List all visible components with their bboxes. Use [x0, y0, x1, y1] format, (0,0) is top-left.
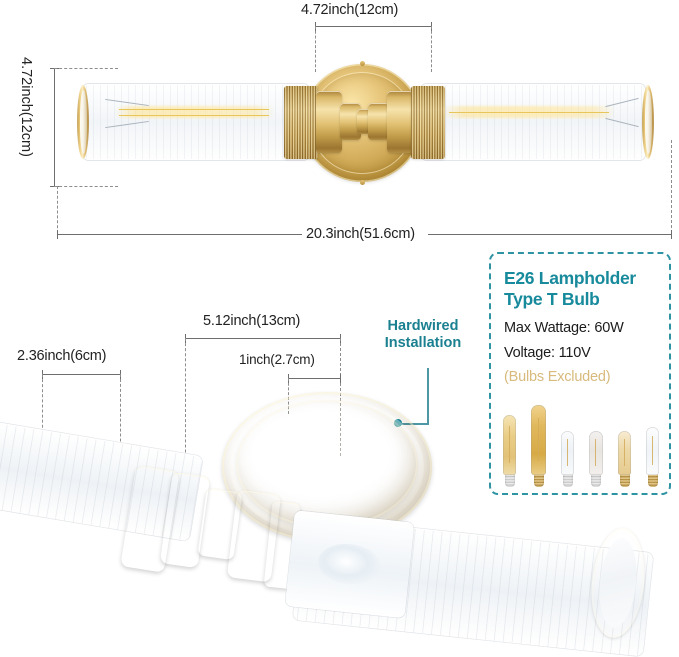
- bulb-filament: [508, 425, 511, 463]
- collar-ridged-right: [411, 86, 445, 159]
- collar-left-neck: [340, 103, 361, 140]
- extension-line-center-left: [315, 26, 316, 72]
- wall-sconce-front-view: [57, 58, 672, 186]
- end-cap-right-inner: [645, 90, 652, 154]
- extension-line-center-right: [431, 26, 432, 72]
- extension-line-depth-left: [288, 378, 289, 414]
- info-voltage: Voltage: 110V: [504, 344, 591, 361]
- callout-leader-horizontal: [398, 423, 428, 425]
- bulb-clear-short2: [646, 427, 659, 487]
- extension-line-diameter-right: [120, 374, 121, 506]
- dimension-line-width-right: [428, 234, 671, 235]
- bulb-frosted: [589, 431, 603, 487]
- bulb-filament: [566, 438, 569, 467]
- dimension-label-backplate-depth: 1inch(2.7cm): [239, 352, 315, 367]
- bulb-glass: [589, 431, 603, 475]
- extension-line-height-top: [54, 68, 118, 69]
- extension-line-backplate-left: [185, 338, 186, 488]
- dimension-tick-width-left: [57, 230, 58, 239]
- hardwired-installation-callout: Hardwired Installation: [377, 318, 469, 352]
- bulb-e26-base: [562, 474, 573, 487]
- info-max-wattage: Max Wattage: 60W: [504, 319, 624, 336]
- bulb-amber-tall: [503, 415, 516, 487]
- extension-line-width-left: [57, 186, 58, 238]
- bulb-filament: [651, 435, 654, 466]
- callout-line-2: Installation: [384, 335, 462, 352]
- bulb-glass: [503, 415, 516, 475]
- extension-line-height-bottom: [54, 186, 118, 187]
- extension-line-width-right: [671, 140, 672, 238]
- bulb-glass: [646, 427, 659, 475]
- filament-glow-left: [115, 106, 275, 118]
- dimension-line-fixture-height: [54, 68, 55, 186]
- dimension-tick-width-right: [671, 230, 672, 239]
- dimension-line-width-left: [57, 234, 302, 235]
- bulb-e26-base: [504, 474, 515, 487]
- glass-tube-right: [421, 84, 645, 160]
- backplate-nub-top: [360, 61, 365, 66]
- filament-wire-left-b: [119, 115, 269, 116]
- dimension-line-backplate-width: [185, 338, 340, 339]
- collar-ridged-left: [284, 86, 318, 159]
- dimension-tick-depth-right: [340, 374, 341, 383]
- callout-leader-vertical: [427, 368, 429, 425]
- callout-anchor-dot: [394, 419, 402, 427]
- info-box-title-line-1: E26 Lampholder: [504, 268, 636, 288]
- bulb-amber-tallest: [531, 405, 546, 487]
- collar-left-inner: [316, 91, 342, 153]
- bulb-e26-base: [533, 474, 544, 487]
- bulb-illustration-row: [503, 405, 659, 487]
- extension-line-backplate-right: [340, 338, 341, 456]
- wall-sconce-angled-view: [0, 398, 679, 657]
- bulb-glass: [618, 431, 631, 475]
- glass-tube-left: [83, 84, 309, 160]
- dimension-label-center-width: 4.72inch(12cm): [301, 2, 399, 18]
- bulb-clear-short: [561, 431, 574, 487]
- end-cap-left-inner: [80, 90, 87, 154]
- bulb-filament: [537, 417, 540, 461]
- bulb-filament: [595, 438, 597, 467]
- bulb-e26-base: [647, 474, 658, 487]
- collar-center-hub: [357, 109, 371, 134]
- dimension-label-fixture-height: 4.72inch(12cm): [18, 57, 34, 157]
- bulb-glass: [531, 405, 546, 475]
- filament-wire-left-a: [119, 109, 269, 110]
- dimension-label-backplate-width: 5.12inch(13cm): [203, 313, 301, 329]
- callout-line-1: Hardwired: [387, 318, 459, 334]
- backplate-nub-bottom: [360, 180, 365, 185]
- dimension-line-tube-diameter: [42, 374, 120, 375]
- dimension-line-backplate-depth: [288, 378, 340, 379]
- bulb-e26-base: [619, 474, 630, 487]
- bulb-glass: [561, 431, 574, 475]
- dimension-label-fixture-width: 20.3inch(51.6cm): [306, 226, 415, 242]
- collar-right-neck: [368, 103, 389, 140]
- bulb-spec-info-box: E26 Lampholder Type T Bulb Max Wattage: …: [489, 252, 671, 495]
- filament-wire-right-a: [449, 112, 609, 113]
- collar-right-inner: [387, 91, 413, 153]
- bulb-amber-short: [618, 431, 631, 487]
- dimension-line-center-width: [315, 26, 431, 27]
- dimension-label-tube-diameter: 2.36inch(6cm): [17, 348, 107, 364]
- bulb-e26-base: [591, 474, 601, 487]
- bulb-filament: [623, 438, 626, 467]
- info-box-title-line-2: Type T Bulb: [504, 289, 600, 310]
- info-bulbs-excluded-note: (Bulbs Excluded): [504, 368, 611, 385]
